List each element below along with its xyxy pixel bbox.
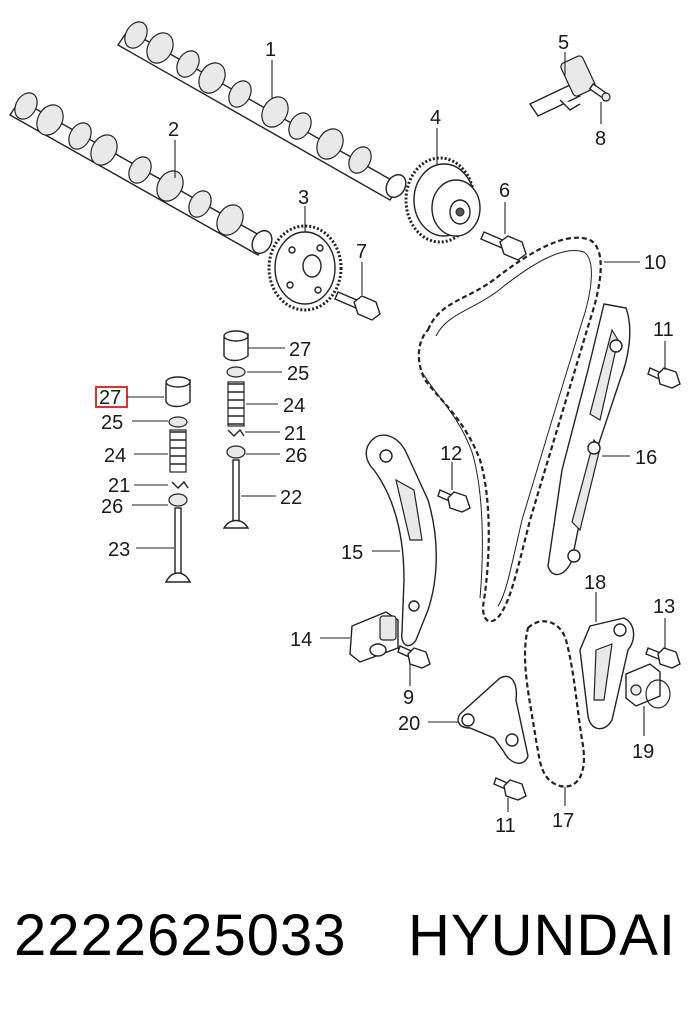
footer: 2222625033 HYUNDAI [0, 880, 694, 990]
callout-9: 9 [403, 687, 414, 709]
callout-17: 17 [552, 810, 574, 832]
bolt-8 [588, 82, 611, 102]
callout-26-left: 26 [101, 496, 123, 518]
callout-27-right: 27 [289, 339, 311, 361]
cvvt-assembly [404, 156, 481, 244]
callout-5: 5 [558, 32, 569, 54]
bolt-11-upper [647, 367, 681, 389]
chain-guide-bracket [457, 675, 529, 764]
callout-22: 22 [280, 487, 302, 509]
hydraulic-tensioner [349, 611, 399, 663]
callout-21-left: 21 [108, 475, 130, 497]
callout-24-right: 24 [283, 395, 305, 417]
callout-4: 4 [430, 107, 441, 129]
callout-1: 1 [265, 39, 276, 61]
callout-25-right: 25 [287, 363, 309, 385]
callout-14: 14 [290, 629, 312, 651]
callout-23: 23 [108, 539, 130, 561]
callout-21-right: 21 [284, 423, 306, 445]
bolt-6 [480, 231, 527, 261]
callout-20: 20 [398, 713, 420, 735]
callout-15: 15 [341, 542, 363, 564]
callout-11-upper: 11 [653, 319, 674, 341]
callout-25-left: 25 [101, 412, 123, 434]
callout-2: 2 [168, 119, 179, 141]
callout-8: 8 [595, 128, 606, 150]
callout-18: 18 [584, 572, 606, 594]
camshaft-exhaust [117, 21, 407, 201]
callout-10: 10 [644, 252, 666, 274]
oil-pump-chain-tensioner [625, 663, 671, 709]
callout-7: 7 [356, 241, 367, 263]
bolt-11-lower [493, 777, 527, 801]
chain-guide-fixed [547, 303, 631, 576]
callout-6: 6 [499, 180, 510, 202]
chain-tensioner-arm [365, 434, 437, 647]
callout-24-left: 24 [104, 445, 126, 467]
bolt-7 [334, 291, 381, 321]
callout-3: 3 [298, 187, 309, 209]
callout-26-right: 26 [285, 445, 307, 467]
callout-27-left: 27 [99, 387, 121, 409]
callout-13: 13 [653, 596, 675, 618]
callout-19: 19 [632, 741, 654, 763]
camshaft-sprocket [267, 224, 343, 312]
callout-12: 12 [440, 443, 462, 465]
bolt-12 [437, 489, 471, 513]
brand-name: HYUNDAI [408, 903, 677, 968]
bolt-13 [645, 647, 681, 669]
callout-16: 16 [635, 447, 657, 469]
oil-pump-chain-guide [579, 617, 635, 730]
oil-control-valve [528, 55, 596, 117]
valve-train-exhaust [222, 330, 250, 529]
bolt-9 [397, 645, 431, 669]
part-number: 2222625033 [14, 903, 347, 968]
camshaft-intake [8, 92, 273, 256]
callout-11-lower: 11 [495, 815, 516, 837]
timing-chain-lower [523, 620, 586, 788]
timing-chain-upper [417, 236, 602, 623]
timing-chain-exploded-diagram: 1 2 3 4 5 [8, 21, 681, 837]
valve-train-intake [164, 376, 192, 583]
